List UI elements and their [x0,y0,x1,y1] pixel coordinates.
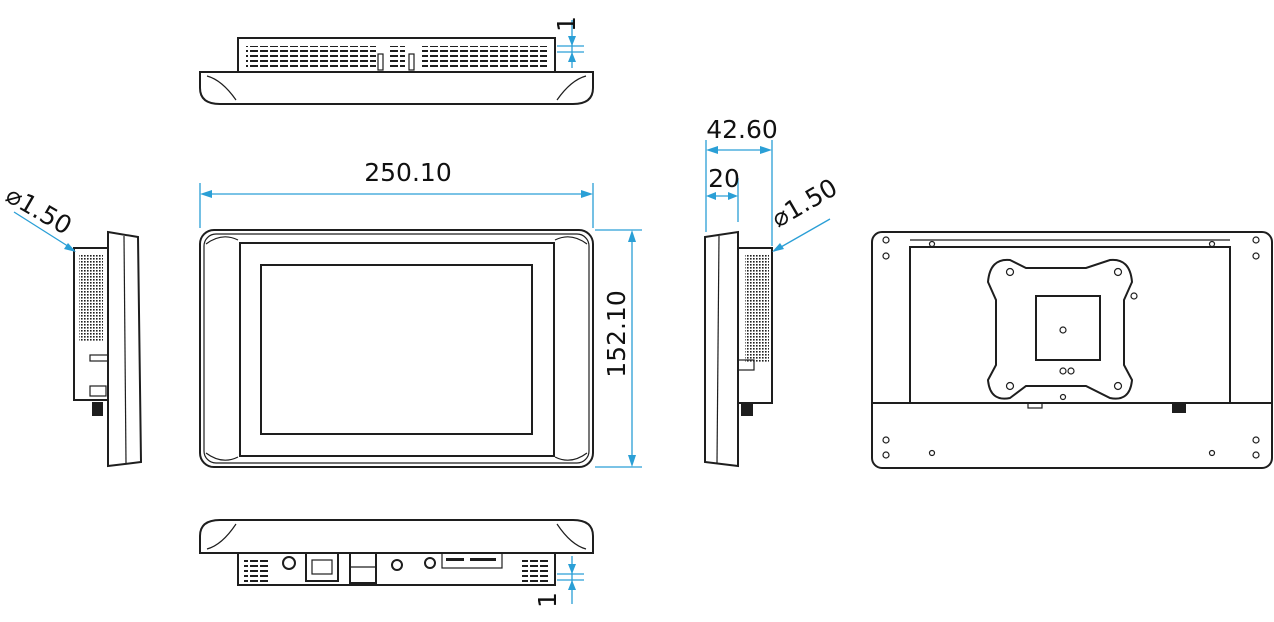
mount-hole [1113,381,1123,391]
front-bezel [199,229,594,468]
dimension-hole-left: ⌀1.50 [1,180,77,252]
front-view [199,229,594,468]
top-view-latch [408,53,415,71]
mount-hole [1130,292,1138,300]
top-view [199,37,594,105]
io-label-block [441,552,503,569]
ethernet-port-inner [311,559,333,575]
dimension-gap-bottom: 1 [533,556,584,608]
power-button-icon [282,556,296,570]
io-label-mark [470,558,496,561]
top-view-bezel [199,71,594,105]
mount-hole [1059,367,1067,375]
rear-clip [1027,402,1043,409]
bottom-view-rear-housing [237,552,556,586]
dimension-depth-mount-label: 20 [708,164,740,193]
corner-hole [882,236,890,244]
dimension-depth-mount: 20 [706,164,740,222]
dimension-gap-top: 1 [552,16,584,68]
left-side-housing [73,247,109,401]
rear-cable-port [1172,403,1186,413]
housing-screw [1208,449,1216,457]
dimension-hole-right-label: ⌀1.50 [767,173,843,233]
mount-hole [1005,381,1015,391]
top-view-bezel-curve [206,75,237,101]
bottom-view [199,519,594,586]
dimension-width: 250.10 [199,158,594,228]
right-side-connector [737,359,755,371]
rear-outline [871,231,1273,469]
mount-hole [1005,267,1015,277]
right-side-view [704,230,773,468]
front-corner-curve [205,452,239,461]
audio-jack-icon [391,559,403,571]
bottom-view-bezel [199,519,594,554]
dimension-hole-left-label: ⌀1.50 [1,180,77,240]
bottom-view-vent-left [244,558,270,582]
corner-hole [1252,436,1260,444]
corner-hole [882,436,890,444]
corner-hole [882,252,890,260]
front-bezel-inner [203,233,590,464]
left-side-cable-port [92,402,103,416]
ethernet-port-icon [305,552,339,582]
bottom-view-bezel-curve [556,523,587,550]
front-corner-curve [554,452,588,461]
left-side-view [73,230,143,468]
bottom-view-bezel-curve [206,523,237,550]
mount-hole [1067,367,1075,375]
right-side-cable-port [741,402,753,416]
front-screen [260,264,533,435]
bottom-view-vent-right [522,558,550,582]
dimension-depth-total: 42.60 [705,115,778,246]
right-side-grille [745,255,769,363]
corner-hole [1252,451,1260,459]
vesa-mount-center [1035,295,1101,361]
mount-hole [1059,393,1067,401]
dimension-height: 152.10 [595,229,642,468]
left-side-grille [79,255,103,341]
dimension-hole-right: ⌀1.50 [767,173,843,252]
front-corner-curve [205,236,239,245]
usb-port-icon [349,552,377,584]
mount-hole [1113,267,1123,277]
vesa-mount-plate [986,258,1134,400]
top-view-latch [377,53,384,71]
housing-screw [928,449,936,457]
dimension-depth-total-label: 42.60 [706,115,778,144]
front-display-frame [239,242,555,457]
housing-screw [928,240,936,248]
corner-hole [882,451,890,459]
top-view-vent-left [246,46,376,70]
dimension-gap-bottom-label: 1 [533,592,562,608]
mount-hole [1059,326,1067,334]
io-label-mark [446,558,464,561]
top-view-vent-middle [389,46,405,70]
rear-view [871,231,1273,469]
top-view-bezel-curve [556,75,587,101]
front-corner-curve [554,236,588,245]
housing-screw [1208,240,1216,248]
dimension-width-label: 250.10 [364,158,451,187]
dc-power-jack-icon [424,557,436,569]
left-side-connector [89,385,107,397]
left-side-bezel-edge [123,235,127,464]
left-side-slot [89,354,109,362]
right-side-bezel-edge [716,235,720,464]
top-view-vent-right [422,46,547,70]
dimension-height-label: 152.10 [602,290,631,377]
dimension-gap-top-label: 1 [552,16,581,32]
right-side-bezel [704,230,739,468]
corner-hole [1252,236,1260,244]
rear-housing [909,246,1231,404]
right-side-housing [737,247,773,404]
corner-hole [1252,252,1260,260]
